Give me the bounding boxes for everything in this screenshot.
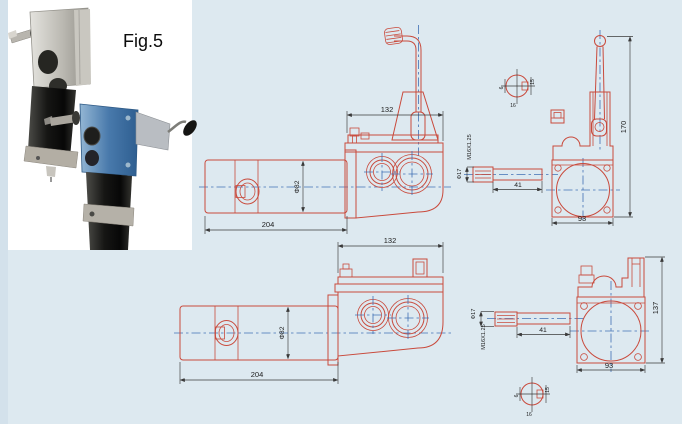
dim-diameter: Φ82 <box>294 180 301 193</box>
hand-lever-rod <box>167 120 187 134</box>
motor-end-cap <box>46 166 56 177</box>
bell-housing <box>552 91 614 161</box>
dim-height: 170 <box>619 121 628 134</box>
bolt-hole <box>554 206 562 214</box>
gearbox-bore-lower <box>85 150 99 166</box>
gearmotor-photo-right <box>44 103 197 250</box>
plate-bolts <box>349 127 370 144</box>
lever-assembly <box>384 26 439 141</box>
figure-caption: Fig.5 <box>123 31 163 51</box>
dim-length: 204 <box>251 370 264 379</box>
clamp-band <box>23 145 79 169</box>
dim-length: 204 <box>262 220 275 229</box>
bolt-hole <box>603 164 611 172</box>
shaft-section-bottom: 6 15 16 <box>514 377 551 418</box>
bolt-hole <box>634 302 642 310</box>
bore-circles <box>364 151 433 197</box>
bore-circles <box>355 295 429 341</box>
shaft-section-top: 6 15 16 <box>499 69 536 109</box>
shaft-tip <box>8 30 17 39</box>
bolt-hole <box>634 353 642 361</box>
gear-housing-body <box>337 291 444 357</box>
bolt-hole <box>580 302 588 310</box>
clamp-band <box>82 203 135 227</box>
front-view-with-lever: 170 93 41 M16X1.25 Φ17 <box>457 30 633 226</box>
clamp-detail <box>214 320 239 346</box>
motor-cylinder <box>204 159 348 214</box>
gearbox-bore <box>83 126 101 146</box>
dim-width: 93 <box>578 214 586 223</box>
clamp-detail <box>235 178 260 205</box>
main-bore <box>580 300 642 362</box>
dim-across: 16 <box>510 103 516 109</box>
dimensions: 170 93 41 M16X1.25 Φ17 <box>457 36 633 226</box>
grease-fitting <box>550 109 565 124</box>
main-bore <box>556 163 610 217</box>
output-shaft <box>50 114 77 126</box>
dim-thread: M16X1.25 <box>467 134 473 160</box>
dim-width-top: 132 <box>384 236 397 245</box>
dimensions: 132 204 Φ82 <box>179 236 444 384</box>
photo-inset: Fig.5 <box>8 0 197 250</box>
bell-housing <box>577 257 645 298</box>
dim-width: 93 <box>605 361 613 370</box>
side-view-plain: 132 204 Φ82 <box>174 236 452 384</box>
dim-key-depth: 15 <box>530 79 536 85</box>
input-shaft <box>472 166 543 183</box>
dim-width-top: 132 <box>381 105 394 114</box>
dimensions: 137 93 41 Φ17 M16X1.25 <box>471 256 665 373</box>
dim-shaft-length: 41 <box>539 327 547 334</box>
dim-shaft-length: 41 <box>514 182 522 189</box>
side-view-with-lever: 132 204 Φ82 <box>199 25 451 234</box>
dim-shaft-diameter: Φ17 <box>457 169 463 180</box>
shaft-collar <box>72 111 80 125</box>
dim-thread: M16X1.25 <box>481 324 487 350</box>
mounting-face <box>576 296 646 364</box>
dim-shaft-diameter: Φ17 <box>471 309 477 320</box>
dim-height: 137 <box>651 302 660 315</box>
bolt-hole <box>554 164 562 172</box>
gearbox-bore <box>38 50 58 74</box>
lever-grip-knurled <box>384 26 403 45</box>
dim-key-width: 6 <box>499 86 505 89</box>
dimensions: 132 204 Φ82 <box>204 105 444 234</box>
bolt-hole <box>580 353 588 361</box>
dim-key-depth: 15 <box>545 387 551 393</box>
dim-key-width: 6 <box>514 394 520 397</box>
dim-diameter: Φ82 <box>279 326 286 339</box>
input-shaft <box>494 311 571 327</box>
front-view-plain: 137 93 41 Φ17 M16X1.25 <box>471 256 665 373</box>
lever-rod <box>394 35 422 112</box>
gear-housing-body <box>355 151 444 219</box>
lever-assembly <box>591 35 607 137</box>
lever-boot <box>410 111 426 141</box>
lever-grip <box>183 120 197 136</box>
lever-knob <box>594 35 606 47</box>
dim-across: 16 <box>526 412 532 418</box>
lever-pivot <box>591 118 607 137</box>
left-margin-strip <box>0 0 8 424</box>
band-screw <box>36 156 40 160</box>
band-screw <box>89 211 95 217</box>
filler-bolt <box>578 265 595 284</box>
mounting-plate <box>135 111 171 151</box>
bolt-hole <box>603 206 611 214</box>
plate-fittings <box>339 258 428 278</box>
gearbox-side-plate <box>74 9 91 86</box>
mounting-face <box>551 159 614 218</box>
